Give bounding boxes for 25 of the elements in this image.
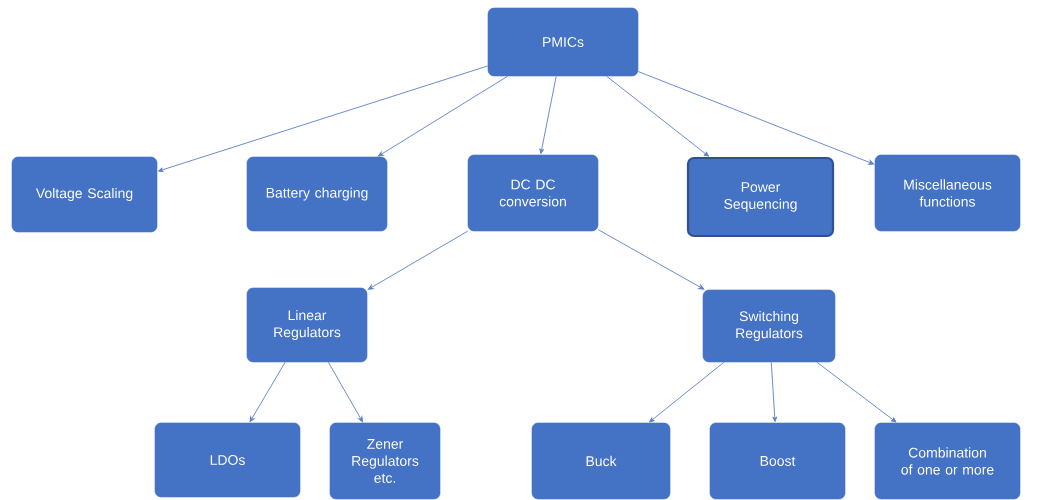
arrow — [377, 75, 508, 157]
process-box: Switching Regulators — [702, 289, 836, 363]
arrow — [157, 65, 489, 173]
process-box: Voltage Scaling — [11, 156, 158, 233]
arrow — [327, 361, 363, 423]
process-box: LDOs — [154, 422, 301, 498]
arrow — [816, 361, 897, 423]
arrow — [637, 71, 875, 165]
arrow — [606, 75, 710, 157]
process-box: Battery charging — [246, 156, 388, 232]
process-box: Power Sequencing — [686, 156, 835, 238]
arrow — [597, 229, 705, 290]
arrow — [770, 361, 778, 422]
process-box: DC DC conversion — [467, 154, 599, 232]
process-box: Zener Regulators etc. — [329, 422, 441, 500]
process-box: Boost — [709, 422, 846, 500]
arrow — [539, 75, 557, 154]
process-box: Combination of one or more — [874, 422, 1021, 500]
process-box: Miscellaneous functions — [874, 154, 1021, 232]
process-box: Linear Regulators — [246, 287, 368, 363]
process-box: Buck — [531, 422, 671, 500]
arrow — [249, 361, 286, 423]
arrow — [367, 230, 469, 290]
process-box: PMICs — [487, 7, 639, 77]
arrow — [649, 361, 725, 423]
